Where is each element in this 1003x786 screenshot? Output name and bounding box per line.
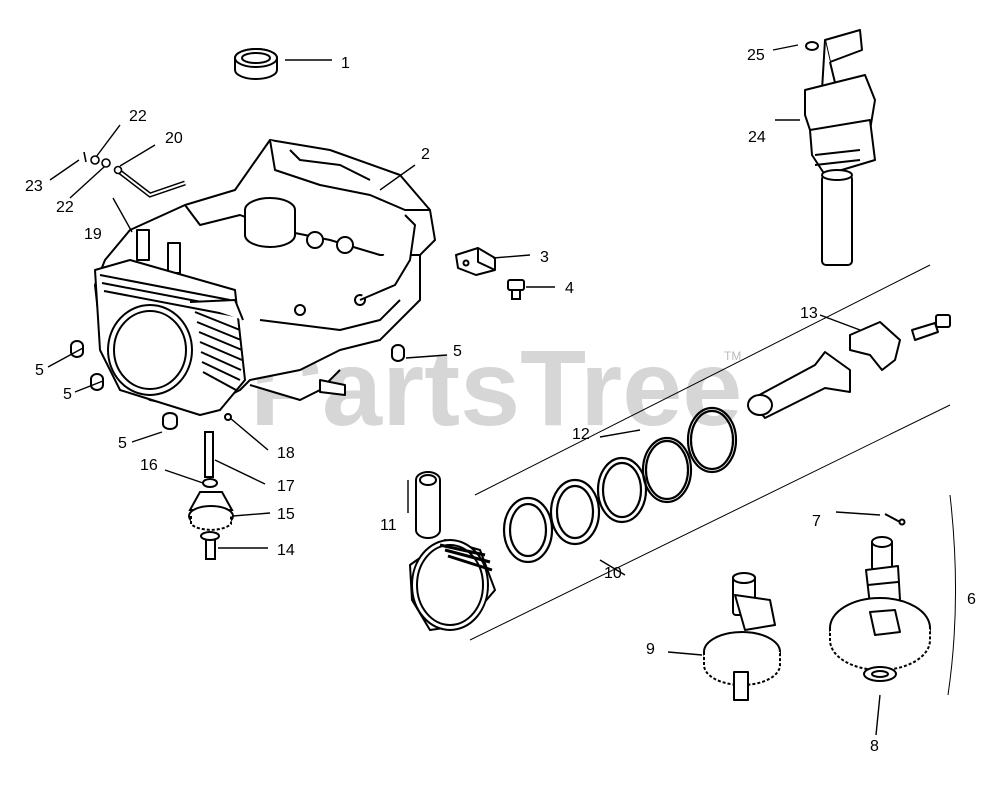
callout-2[interactable]: 2	[421, 146, 430, 163]
piston-icon[interactable]	[408, 538, 497, 632]
callout-22-top[interactable]: 22	[129, 108, 147, 125]
callout-12[interactable]: 12	[572, 426, 590, 443]
callout-5-bottom[interactable]: 5	[118, 435, 127, 452]
callout-20[interactable]: 20	[165, 130, 183, 147]
callout-labels: 1 2 3 4 5 5 5 5 6 7 8 9 10 11 12 13 14 1…	[25, 47, 976, 755]
callout-5-lower-left[interactable]: 5	[63, 386, 72, 403]
bolt-icon[interactable]	[507, 279, 525, 300]
callout-4[interactable]: 4	[565, 280, 574, 297]
callout-8[interactable]: 8	[870, 738, 879, 755]
callout-13[interactable]: 13	[800, 305, 818, 322]
callout-17[interactable]: 17	[277, 478, 295, 495]
breather-tube-icon[interactable]	[118, 170, 186, 198]
callout-14[interactable]: 14	[277, 542, 295, 559]
callout-1[interactable]: 1	[341, 55, 350, 72]
callout-16[interactable]: 16	[140, 457, 158, 474]
camshaft-icon[interactable]	[829, 513, 931, 682]
callout-6[interactable]: 6	[967, 591, 976, 608]
callout-5-left[interactable]: 5	[35, 362, 44, 379]
callout-19[interactable]: 19	[84, 226, 102, 243]
callout-7[interactable]: 7	[812, 513, 821, 530]
fitting-icon[interactable]	[83, 151, 123, 175]
callout-25[interactable]: 25	[747, 47, 765, 64]
crankshaft-icon[interactable]	[804, 29, 876, 266]
watermark-trademark: TM	[724, 349, 741, 363]
connecting-rod-icon[interactable]	[747, 314, 951, 419]
bracket-icon[interactable]	[455, 247, 496, 276]
callout-24[interactable]: 24	[748, 129, 766, 146]
balance-shaft-icon[interactable]	[703, 572, 781, 701]
callout-23[interactable]: 23	[25, 178, 43, 195]
seal-ring-icon[interactable]	[234, 48, 278, 80]
callout-22-bottom[interactable]: 22	[56, 199, 74, 216]
callout-15[interactable]: 15	[277, 506, 295, 523]
callout-3[interactable]: 3	[540, 249, 549, 266]
assembly-outline	[469, 264, 957, 696]
piston-ring-icon[interactable]	[502, 406, 738, 564]
callout-5-right[interactable]: 5	[453, 343, 462, 360]
callout-11[interactable]: 11	[380, 517, 397, 534]
leader-lines	[47, 44, 881, 736]
callout-9[interactable]: 9	[646, 641, 655, 658]
crankcase-icon[interactable]	[94, 139, 436, 416]
wrist-pin-icon[interactable]	[415, 471, 441, 539]
callout-10[interactable]: 10	[604, 565, 622, 582]
callout-18[interactable]: 18	[277, 445, 295, 462]
governor-gear-icon[interactable]	[188, 413, 234, 560]
